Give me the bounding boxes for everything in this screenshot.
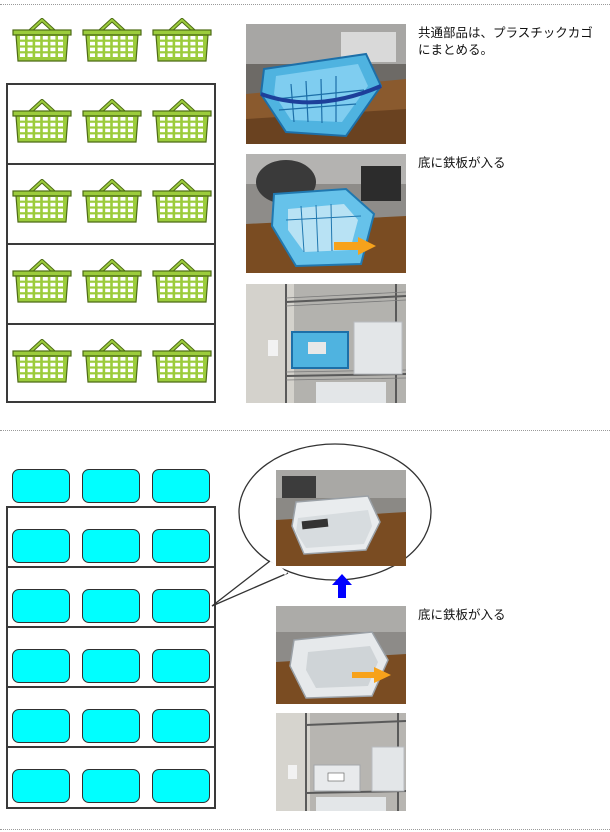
photo-box-steel-plate [276,606,406,704]
caption-steel-plate-2: 底に鉄板が入る [418,607,506,622]
rack-shelf-line [8,686,214,688]
container-box [152,469,210,503]
top-divider [0,4,610,5]
basket-icon [152,178,212,223]
caption-steel-plate-1: 底に鉄板が入る [418,155,506,170]
arrow-up-blue [332,574,352,598]
photo-blue-basket [246,24,406,144]
arrow-orange [352,667,391,683]
basket-icon [152,258,212,303]
photo-box-on-rack [276,713,406,811]
bottom-divider [0,829,610,830]
rack-shelf-line [8,163,214,165]
photo-clear-box [276,470,406,566]
rack-shelf-line [8,746,214,748]
basket-icon [12,338,72,383]
container-box [152,589,210,623]
section-divider [0,430,610,431]
container-box [12,529,70,563]
container-box [12,589,70,623]
rack-shelf-line [8,243,214,245]
basket-icon [12,258,72,303]
basket-icon [82,178,142,223]
photo-basket-steel-plate [246,154,406,273]
caption-common-parts: 共通部品は、プラスチックカゴ にまとめる。 [418,25,593,57]
rack-shelf-line [8,323,214,325]
container-box [82,529,140,563]
basket-icon [152,98,212,143]
container-box [152,649,210,683]
container-box [82,649,140,683]
container-box [12,469,70,503]
basket-icon [82,258,142,303]
container-box [82,769,140,803]
basket-icon [12,98,72,143]
container-box [12,769,70,803]
basket-rack-frame [6,83,216,403]
rack-shelf-line [8,626,214,628]
rack-shelf-line [8,566,214,568]
basket-icon [12,17,72,62]
container-box [152,529,210,563]
container-box [12,709,70,743]
container-box [12,649,70,683]
basket-icon [152,338,212,383]
container-box [82,709,140,743]
basket-icon [82,17,142,62]
box-rack-frame [6,506,216,809]
container-box [152,709,210,743]
container-box [82,469,140,503]
basket-icon [82,338,142,383]
basket-icon [12,178,72,223]
arrow-orange [334,237,376,255]
basket-icon [152,17,212,62]
container-box [82,589,140,623]
photo-basket-on-rack [246,284,406,403]
container-box [152,769,210,803]
basket-icon [82,98,142,143]
